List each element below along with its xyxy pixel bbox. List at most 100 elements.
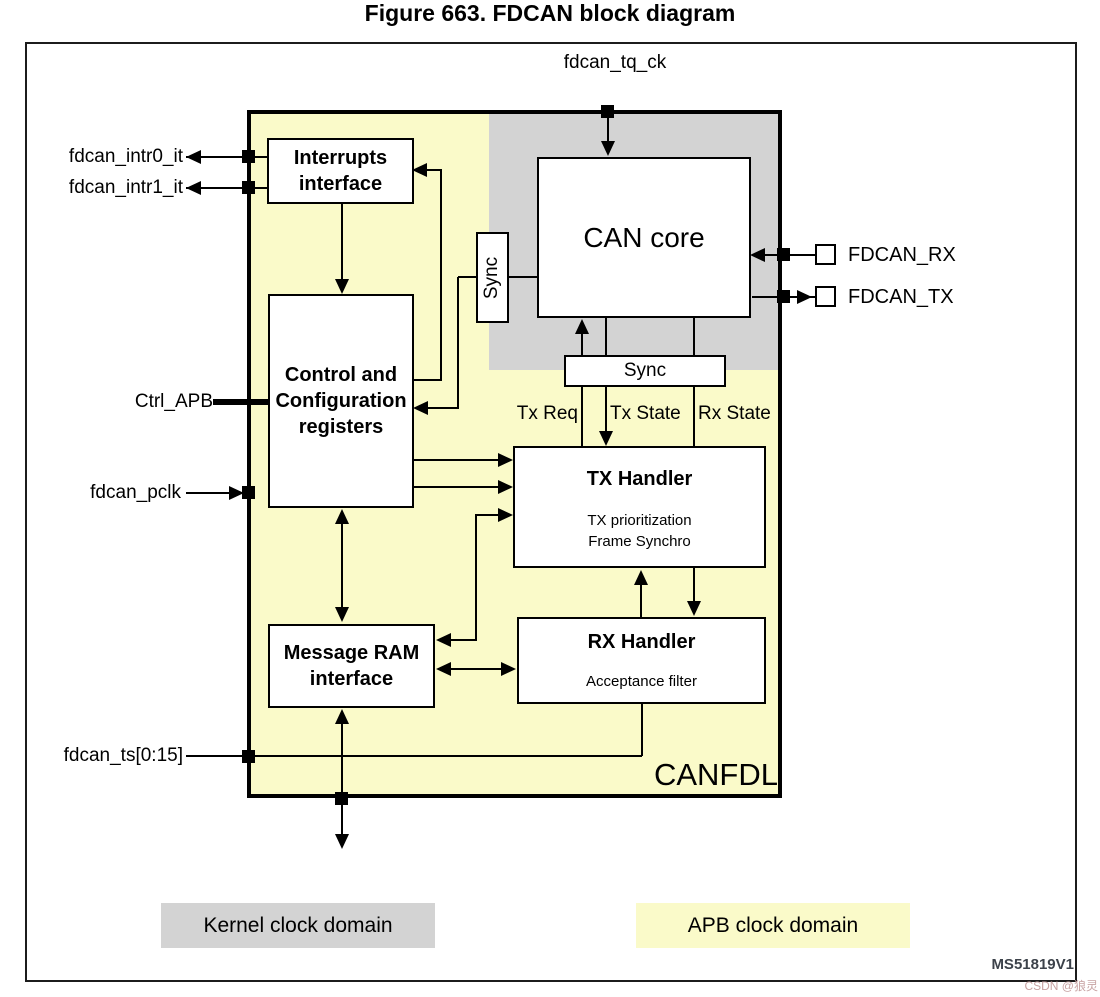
io-pad-fdcan-tx (815, 286, 836, 307)
line-sync-to-cancore (508, 276, 537, 278)
block-sync-horizontal: Sync (564, 355, 726, 387)
block-control-label: Control and Configuration registers (275, 364, 407, 438)
arrowhead-ram-rx-right (501, 662, 516, 676)
line-control-feedback-h (413, 379, 442, 381)
pin-label-fdcan-ts: fdcan_ts[0:15] (63, 745, 183, 766)
signal-label-tx-state: Tx State (610, 403, 681, 424)
arrowhead-control-ram-down (335, 607, 349, 622)
line-into-interrupts (416, 169, 442, 171)
arrowhead-into-ram (436, 633, 451, 647)
arrowhead-txreq-into-cancore (575, 319, 589, 334)
signal-label-tx-req: Tx Req (516, 403, 578, 424)
line-tx-ram-h (440, 639, 477, 641)
block-message-ram-interface: Message RAM interface (268, 624, 435, 708)
line-control-ram (341, 512, 343, 618)
line-control-feedback-v (440, 170, 442, 380)
signal-label-rx-state: Rx State (698, 403, 771, 424)
line-fdcan-ts-riser (641, 703, 643, 756)
arrowhead-into-tx (498, 508, 513, 522)
pin-tq-ck (601, 105, 614, 118)
pin-label-fdcan-pclk: fdcan_pclk (90, 482, 181, 503)
pin-label-fdcan-tx: FDCAN_TX (848, 286, 954, 308)
line-ram-external (341, 711, 343, 846)
io-pad-fdcan-rx (815, 244, 836, 265)
arrowhead-into-control-right (413, 401, 428, 415)
block-rx-handler-subtitle: Acceptance filter (586, 673, 697, 690)
line-ram-tx-v (475, 515, 477, 640)
legend-apb-clock-domain: APB clock domain (636, 903, 910, 948)
line-control-tx2 (414, 486, 500, 488)
legend-kernel-label: Kernel clock domain (203, 913, 393, 937)
line-rxstate-mid (693, 387, 695, 446)
arrowhead-control-tx2 (498, 480, 513, 494)
pin-label-fdcan-tq-ck: fdcan_tq_ck (563, 52, 667, 73)
arrowhead-txstate-into-tx (599, 431, 613, 446)
line-fdcan-ts (186, 755, 642, 757)
legend-apb-label: APB clock domain (687, 913, 859, 937)
line-tq-ck (607, 112, 609, 152)
pin-pclk (242, 486, 255, 499)
pin-intr1 (242, 181, 255, 194)
pin-label-fdcan-intr0-it: fdcan_intr0_it (68, 146, 183, 167)
arrowhead-control-tx1 (498, 453, 513, 467)
line-txreq-lower (581, 387, 583, 446)
line-ctrl-apb (213, 399, 270, 405)
pin-fdcan-tx (777, 290, 790, 303)
arrowhead-intr1 (186, 181, 201, 195)
arrowhead-fdcan-tx (797, 290, 812, 304)
line-control-tx1 (414, 459, 500, 461)
pin-label-fdcan-rx: FDCAN_RX (848, 244, 956, 266)
arrowhead-fdcan-pclk (229, 486, 244, 500)
line-fdcan-pclk (186, 492, 234, 494)
arrowhead-fdcan-rx (750, 248, 765, 262)
arrowhead-control-ram-up (335, 509, 349, 524)
line-sync-loop-v (457, 277, 459, 408)
line-txreq-upper (581, 322, 583, 357)
line-ram-rx (443, 668, 511, 670)
block-sync-vertical: Sync (476, 232, 509, 323)
arrowhead-rxstate-into-rx (687, 601, 701, 616)
pin-label-ctrl-apb: Ctrl_APB (134, 391, 213, 412)
pin-bottom-ram (335, 792, 348, 805)
line-into-control-right (416, 407, 459, 409)
line-txstate-upper (605, 318, 607, 357)
block-interrupts-interface: Interrupts interface (267, 138, 414, 204)
block-tx-handler: TX Handler TX prioritization Frame Synch… (513, 446, 766, 568)
arrowhead-into-interrupts (412, 163, 427, 177)
arrowhead-ram-external-down (335, 834, 349, 849)
figure-code: MS51819V1 (991, 956, 1074, 973)
line-rxstate-upper (693, 318, 695, 357)
pin-intr0 (242, 150, 255, 163)
arrowhead-intr0 (186, 150, 201, 164)
line-interrupts-to-control (341, 204, 343, 288)
arrowhead-tq-ck (601, 141, 615, 156)
block-sync-vertical-label: Sync (481, 256, 503, 299)
block-rx-handler-title: RX Handler (587, 631, 696, 653)
block-rx-handler: RX Handler Acceptance filter (517, 617, 766, 704)
block-sync-horizontal-label: Sync (623, 360, 667, 381)
line-ram-tx-h (475, 514, 500, 516)
legend-kernel-clock-domain: Kernel clock domain (161, 903, 435, 948)
line-txstate-lower (605, 387, 607, 435)
arrowhead-rx-to-tx (634, 570, 648, 585)
line-intr1 (186, 187, 267, 189)
block-control-configuration-registers: Control and Configuration registers (268, 294, 414, 508)
arrowhead-ram-rx-left (436, 662, 451, 676)
pin-fdcan-rx (777, 248, 790, 261)
canfdl-label: CANFDL (653, 757, 778, 792)
block-can-core-label: CAN core (583, 221, 705, 253)
line-rx-to-tx (640, 574, 642, 617)
block-message-ram-label: Message RAM interface (283, 642, 420, 690)
line-intr0 (186, 156, 267, 158)
pin-label-fdcan-intr1-it: fdcan_intr1_it (68, 177, 183, 198)
watermark: CSDN @狼灵 (1024, 979, 1098, 993)
block-tx-handler-subtitle: TX prioritization Frame Synchro (587, 512, 692, 550)
block-tx-handler-title: TX Handler (586, 468, 693, 490)
pin-ts (242, 750, 255, 763)
arrowhead-ram-external-up (335, 709, 349, 724)
figure-title: Figure 663. FDCAN block diagram (364, 0, 736, 26)
line-rxstate-lower (693, 568, 695, 604)
line-sync-left-stub (458, 276, 476, 278)
arrowhead-into-control-top (335, 279, 349, 294)
